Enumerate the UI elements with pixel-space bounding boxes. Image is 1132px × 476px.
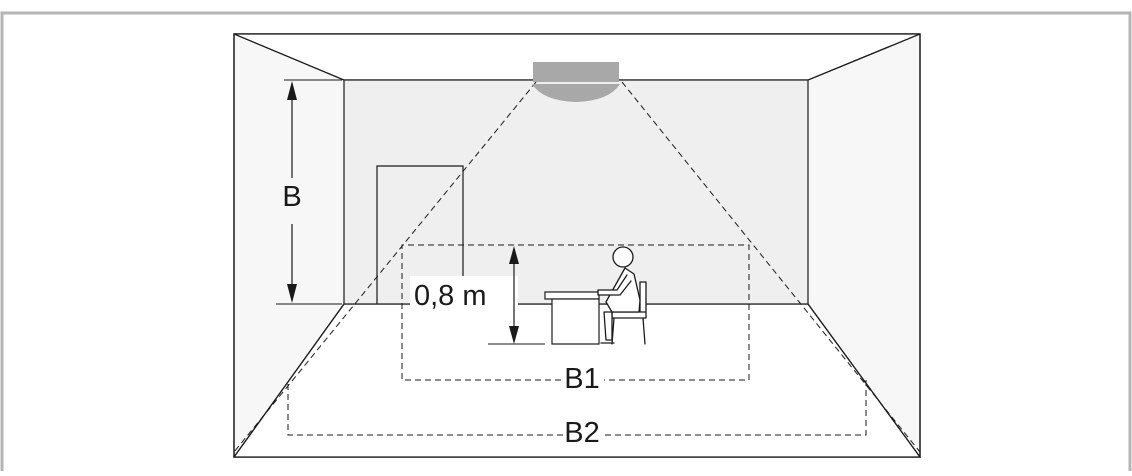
arrow-down-icon xyxy=(287,284,297,303)
arrow-up-icon xyxy=(287,81,297,100)
person-legs xyxy=(603,311,613,341)
zone-b1-label: B1 xyxy=(564,363,599,395)
corner-line-bottom-left xyxy=(233,303,345,458)
desk-top xyxy=(544,291,600,300)
room xyxy=(232,33,922,458)
sensor-icon xyxy=(532,62,620,102)
zone-b2-outline xyxy=(287,380,867,436)
sensor-mount xyxy=(533,62,619,82)
corner-line-top-right xyxy=(807,33,921,81)
corner-line-top-left xyxy=(233,33,345,81)
person-icon xyxy=(597,246,647,345)
desk-body xyxy=(551,298,600,345)
desk-height-dimension: 0,8 m xyxy=(410,246,545,345)
door xyxy=(376,165,464,304)
person-arm xyxy=(597,274,632,296)
zone-b2-label: B2 xyxy=(564,417,599,449)
sensor-dome xyxy=(532,84,620,102)
arrow-down-small-icon xyxy=(509,326,519,344)
detection-cone xyxy=(233,81,921,453)
arrow-up-small-icon xyxy=(509,246,519,264)
back-wall xyxy=(343,79,809,305)
corner-line-bottom-right xyxy=(807,303,921,458)
zone-b2: B2 xyxy=(287,380,867,449)
desk xyxy=(544,291,600,345)
desk-height-label: 0,8 m xyxy=(414,280,487,312)
outer-border xyxy=(0,11,1132,471)
height-label: B xyxy=(282,181,301,213)
person-head xyxy=(612,246,634,268)
zone-b1: B1 xyxy=(401,244,750,395)
desk-height-label-bg xyxy=(410,276,518,312)
chair xyxy=(611,281,647,345)
height-dimension: B xyxy=(276,79,342,305)
zone-b1-outline xyxy=(401,244,750,381)
